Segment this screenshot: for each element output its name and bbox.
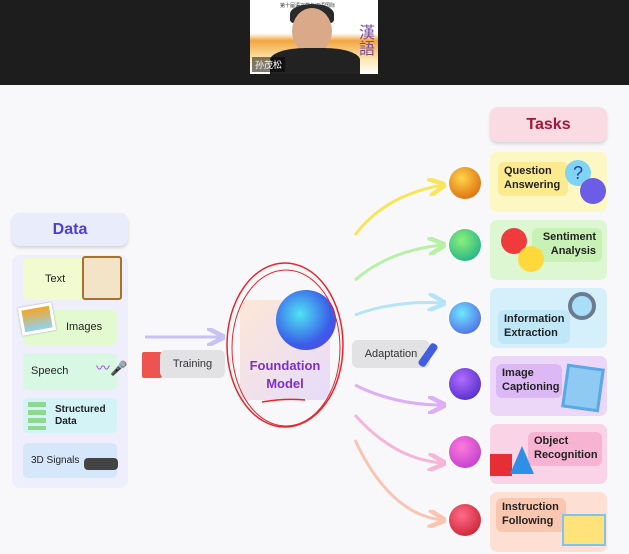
question-bubble-icon: ?: [565, 160, 591, 186]
network-globe-icon: [276, 290, 336, 350]
foundation-line1: Foundation: [249, 358, 321, 373]
speaker-video-tile[interactable]: 第十届语言学与汉语国际 漢語 孙茂松: [250, 0, 378, 74]
cube-icon: [490, 454, 512, 476]
foundation-model-title: Foundation Model: [240, 357, 330, 393]
task-label: Object Recognition: [528, 432, 602, 466]
task-label: Question Answering: [498, 162, 568, 196]
task-instruction-following: Instruction Following: [490, 492, 607, 552]
task-label: Information Extraction: [498, 310, 570, 344]
arrow-sentiment: [354, 245, 443, 282]
speaker-face: [292, 8, 332, 54]
arrow-qa: [353, 185, 443, 236]
task-label: Instruction Following: [496, 498, 566, 532]
picture-card-icon: [561, 363, 605, 413]
happy-face-icon: [518, 246, 544, 272]
video-call-bar: 第十届语言学与汉语国际 漢語 孙茂松: [0, 0, 629, 85]
sphere-object-icon: [449, 436, 481, 468]
sphere-sentiment-icon: [449, 229, 481, 261]
task-image-captioning: Image Captioning: [490, 356, 607, 416]
chinese-chars: 漢語: [356, 24, 373, 56]
pyramid-icon: [510, 446, 534, 474]
task-object-recognition: Object Recognition: [490, 424, 607, 484]
arrow-captioning: [354, 383, 443, 405]
pencil-cup-icon: [142, 352, 162, 378]
flowchart-icon: [28, 402, 46, 430]
book-icon: [82, 256, 122, 300]
tasks-header: Tasks: [490, 107, 607, 142]
speaker-name: 孙茂松: [252, 57, 286, 72]
task-label: Sentiment Analysis: [532, 228, 602, 262]
map-icon: [562, 514, 606, 546]
magnifier-icon: [568, 292, 596, 320]
data-item-speech: Speech: [23, 353, 117, 390]
sphere-qa-icon: [449, 167, 481, 199]
task-label: Image Captioning: [496, 364, 562, 398]
arrow-object: [353, 414, 443, 463]
sphere-instruction-icon: [449, 504, 481, 536]
arrow-extraction: [354, 303, 443, 317]
task-question-answering: Question Answering ?: [490, 152, 607, 212]
task-information-extraction: Information Extraction: [490, 288, 607, 348]
foundation-line2: Model: [266, 376, 304, 391]
training-label: Training: [160, 350, 225, 378]
adaptation-label: Adaptation: [352, 340, 430, 368]
sphere-captioning-icon: [449, 368, 481, 400]
microphone-icon: 〰🎤: [96, 360, 128, 376]
task-sentiment-analysis: Sentiment Analysis: [490, 220, 607, 280]
sphere-extraction-icon: [449, 302, 481, 334]
data-header: Data: [12, 213, 128, 246]
arrow-instruction: [353, 439, 443, 520]
router-icon: [84, 458, 118, 470]
chat-bubble-icon: [580, 178, 606, 204]
